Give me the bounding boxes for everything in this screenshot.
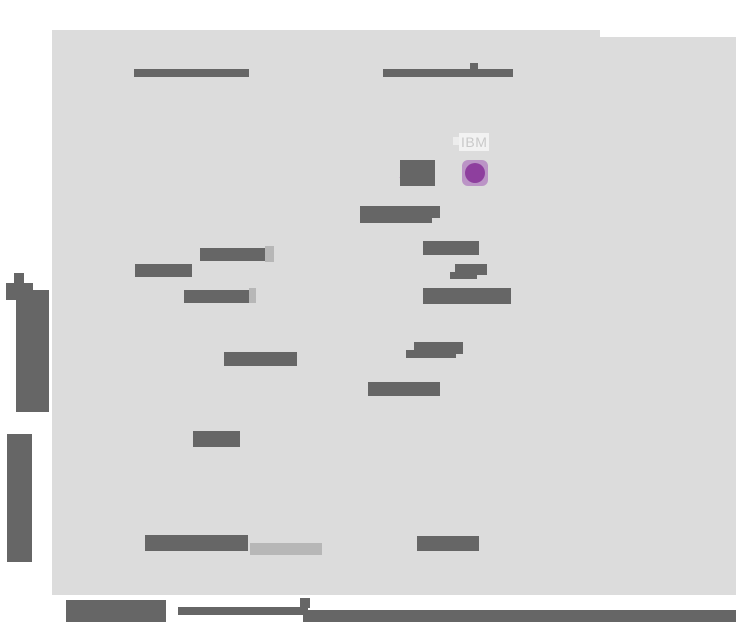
redaction-block-r4 xyxy=(423,288,511,304)
page-content-panel xyxy=(52,30,600,595)
status-rule-tick xyxy=(300,598,310,608)
brand-mark-core xyxy=(465,163,485,183)
redaction-block-r1b xyxy=(360,216,432,223)
redaction-block-r3b xyxy=(450,272,477,279)
page-content-panel-extension xyxy=(600,37,736,595)
faint-block-l1 xyxy=(265,246,274,262)
status-rule-left xyxy=(178,607,308,615)
brand-wordmark-redaction xyxy=(400,160,435,186)
faint-block-bottom xyxy=(250,543,322,555)
redaction-block-l3 xyxy=(184,290,249,303)
redaction-block-l6 xyxy=(145,535,248,551)
redaction-block-r6 xyxy=(368,382,440,396)
redaction-block-r7 xyxy=(417,536,479,551)
status-chip xyxy=(66,600,166,622)
ibm-label-tick xyxy=(453,137,461,145)
brand-lockup[interactable]: AY xyxy=(400,160,488,186)
redaction-block-r2 xyxy=(423,241,479,255)
gutter-bar-upper-body xyxy=(16,290,49,412)
faint-block-l3 xyxy=(249,288,256,303)
redaction-block-l2 xyxy=(135,264,192,277)
redaction-block-l1 xyxy=(200,248,265,261)
redaction-block-r1 xyxy=(360,206,440,218)
redaction-block-r3 xyxy=(455,264,487,275)
gutter-bar-lower xyxy=(7,434,32,562)
gutter-bar-upper xyxy=(14,273,24,283)
redaction-block-l4 xyxy=(224,352,297,366)
redaction-block-l5 xyxy=(193,431,240,447)
redaction-title-right-tick xyxy=(470,63,478,70)
redaction-block-r5b xyxy=(406,350,456,358)
brand-mark-icon xyxy=(462,160,488,186)
ibm-label: IBM xyxy=(459,133,490,151)
redaction-title-left xyxy=(134,69,249,77)
status-rule-right xyxy=(303,610,736,622)
redaction-title-right xyxy=(383,69,513,77)
